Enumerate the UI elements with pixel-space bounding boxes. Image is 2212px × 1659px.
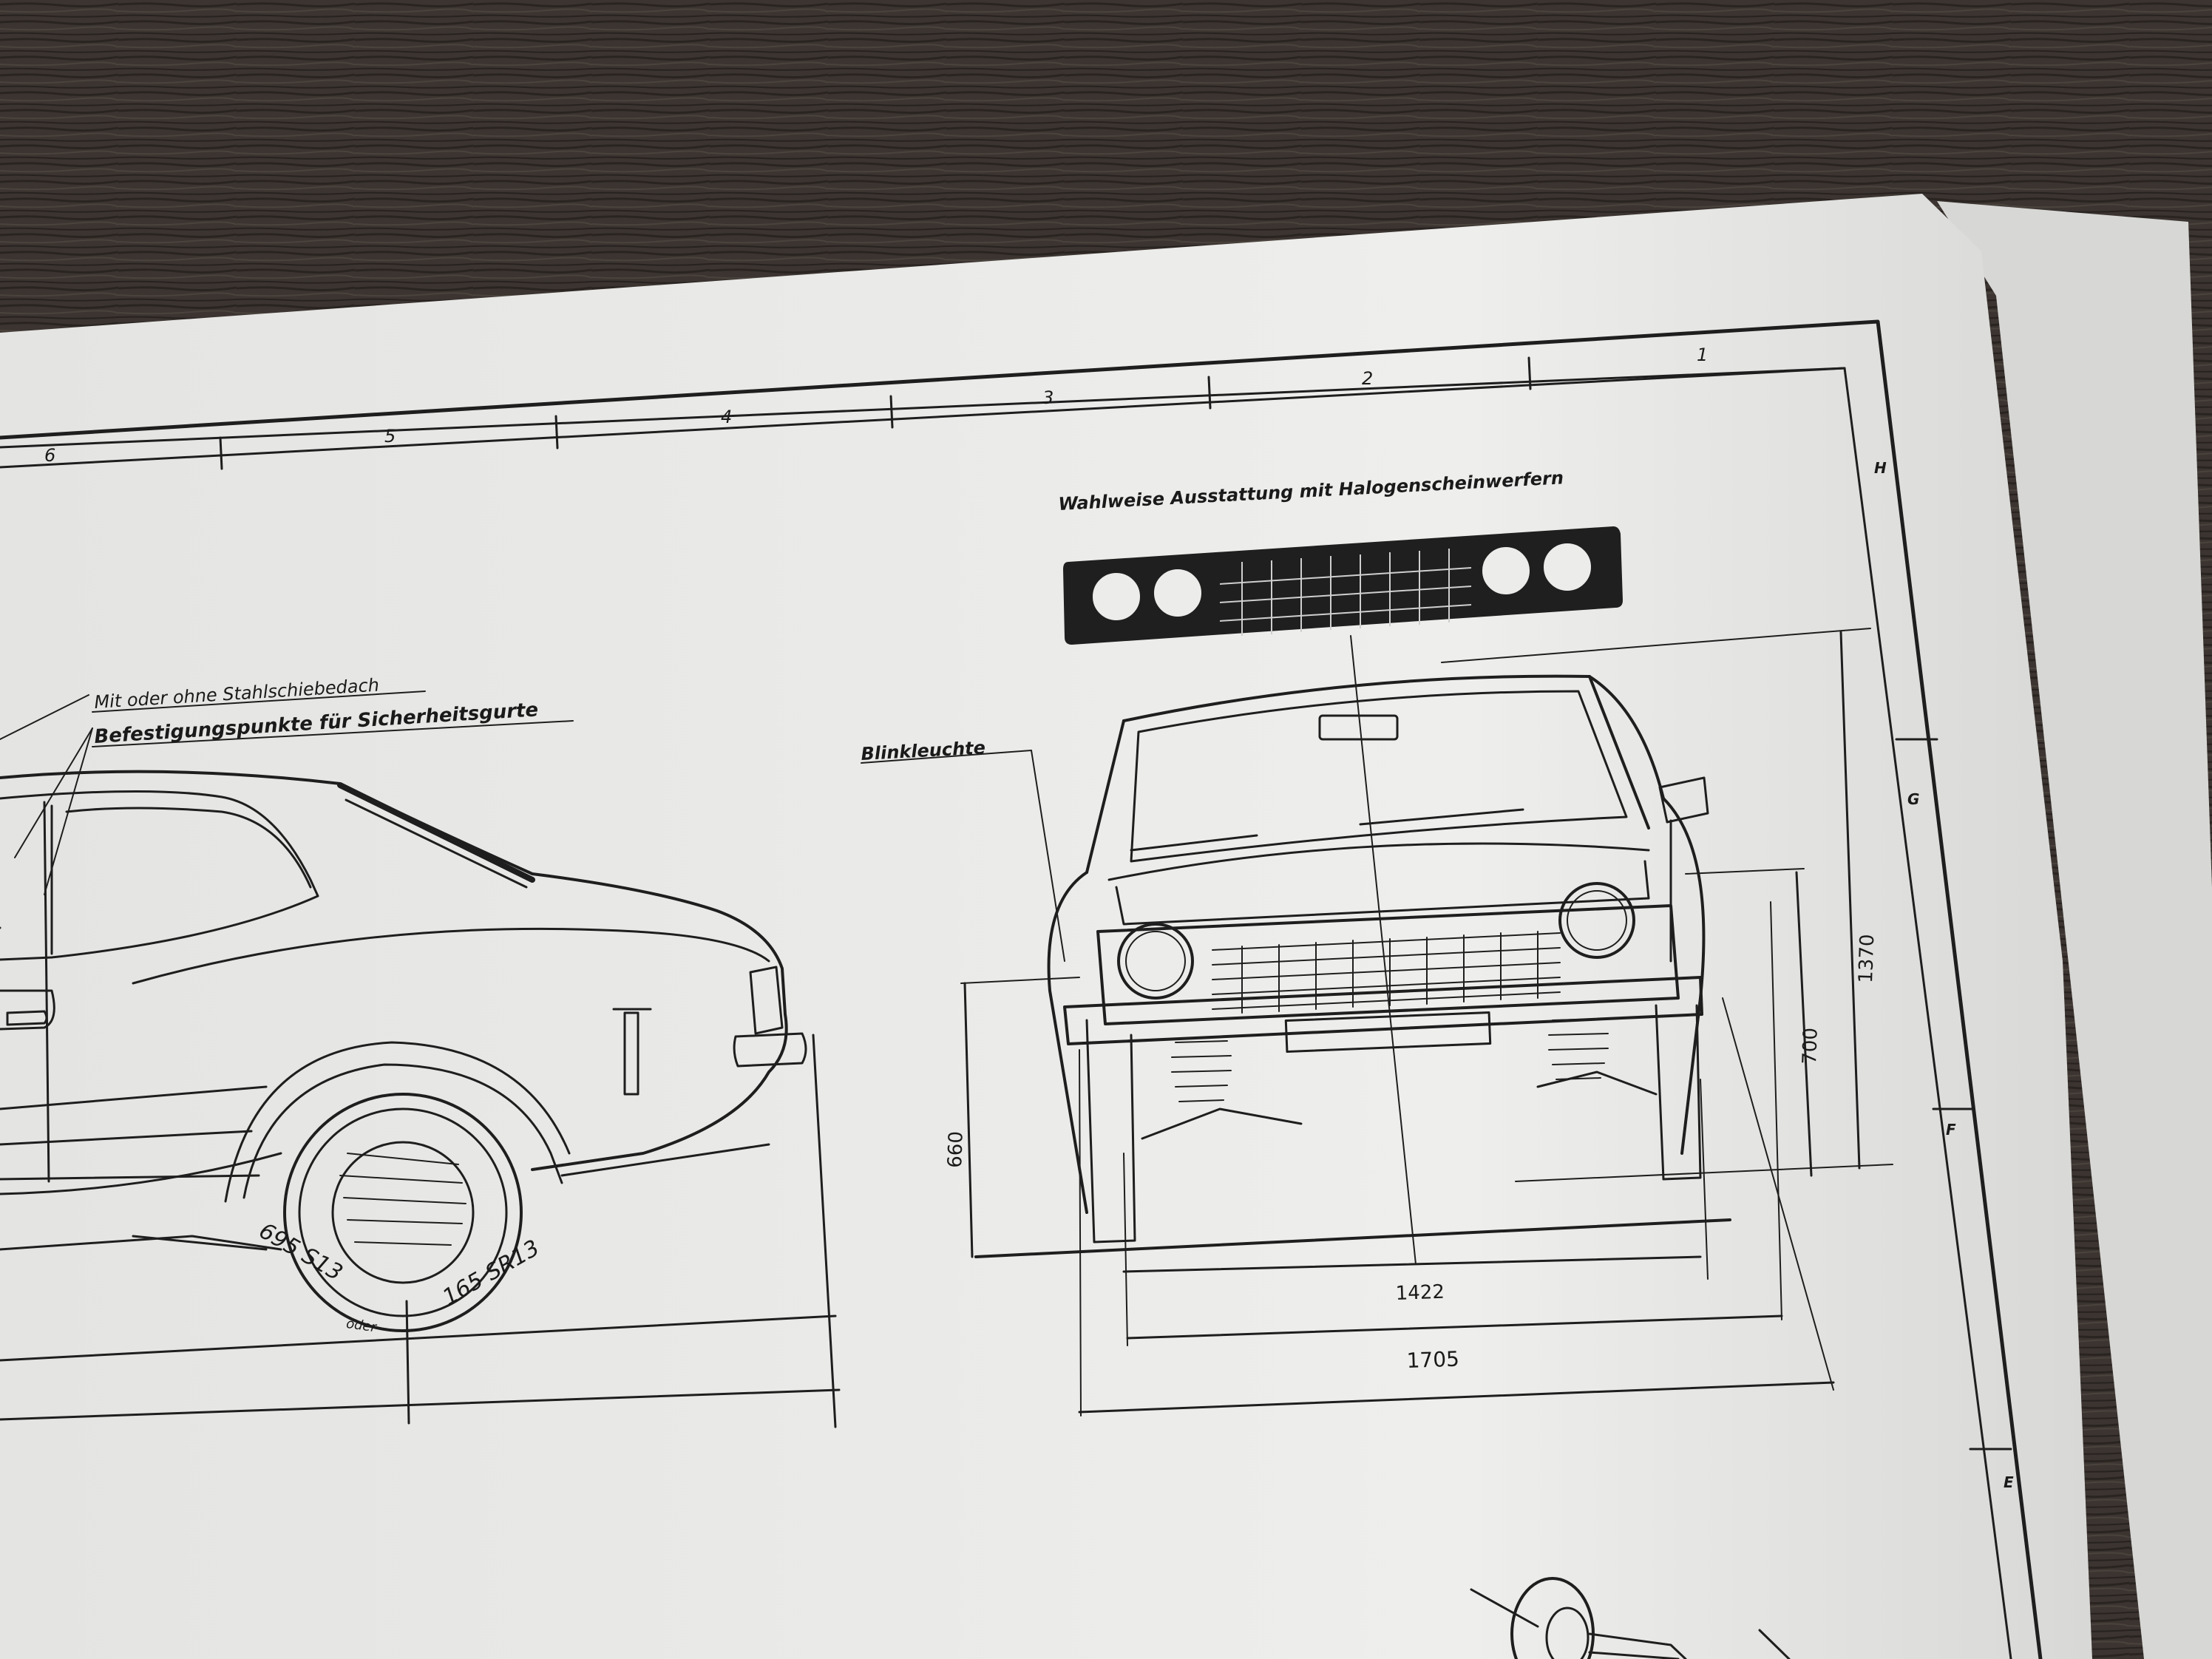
- headlamp-left: [1117, 923, 1194, 1000]
- zone-1: 1: [1697, 345, 1708, 365]
- drawing-frame: [0, 319, 2043, 1659]
- dim-bumper-height: 660: [944, 1131, 968, 1169]
- zone-2: 2: [1362, 368, 1373, 389]
- headlamp-right: [1558, 882, 1635, 959]
- paper-sheet-under: [1937, 201, 2212, 1659]
- zone-4: 4: [721, 407, 732, 427]
- side-letter-h: H: [1874, 459, 1887, 477]
- zone-5: 5: [384, 426, 396, 447]
- zone-3: 3: [1042, 387, 1054, 408]
- zone-6: 6: [44, 445, 55, 466]
- halogen-lamp-inner-left: [1151, 566, 1204, 620]
- paper-sheet: [0, 194, 2092, 1659]
- dim-track: 1422: [1395, 1281, 1445, 1305]
- dim-width: 1705: [1406, 1347, 1459, 1373]
- side-view-drawing: [0, 691, 841, 1428]
- dim-lamp-height: 700: [1799, 1028, 1822, 1065]
- halogen-lamp-inner-right: [1479, 544, 1533, 597]
- axle-drawing-partial: [1470, 1577, 1791, 1659]
- license-plate: [1284, 1011, 1492, 1054]
- side-letter-f: F: [1946, 1121, 1956, 1139]
- front-view-drawing: [861, 628, 1893, 1417]
- halogen-lamp-outer-left: [1090, 570, 1143, 623]
- dim-height: 1370: [1855, 934, 1879, 983]
- side-letter-e: E: [2004, 1473, 2014, 1491]
- side-letter-g: G: [1907, 790, 1919, 808]
- halogen-lamp-outer-right: [1541, 540, 1594, 594]
- halogen-grille: [1063, 526, 1623, 645]
